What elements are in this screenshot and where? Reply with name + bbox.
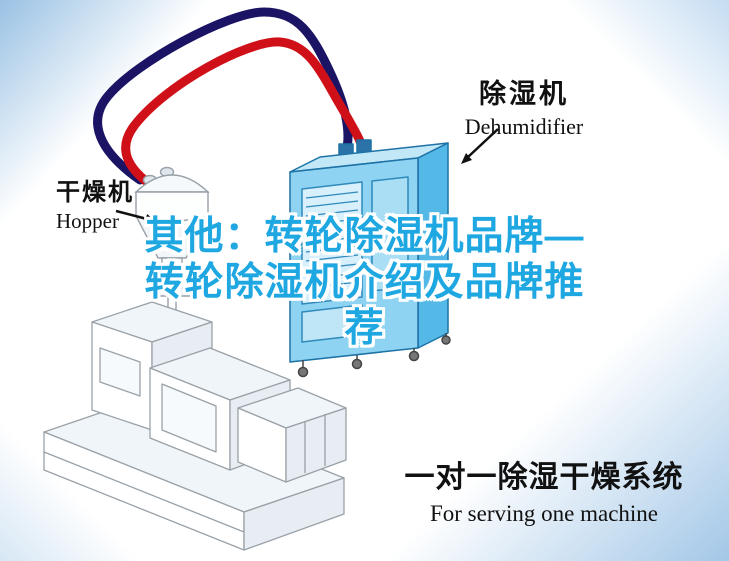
system-caption: 一对一除湿干燥系统 For serving one machine (388, 452, 700, 527)
arrow-to-dehumidifier-icon (461, 128, 499, 164)
dry-air-pipe (121, 37, 369, 197)
lower-panel (301, 304, 363, 343)
louver-slats (305, 191, 359, 289)
injection-unit-panel (99, 347, 141, 397)
main-title: 其他：转轮除湿机品牌— 转轮除湿机介绍及品牌推 荐 (0, 214, 729, 352)
hopper-label-zh: 干燥机 (56, 179, 134, 206)
caster-wheels (297, 333, 451, 378)
hopper-label: 干燥机 Hopper (56, 172, 176, 234)
title-line-3: 荐 (344, 307, 385, 350)
door-panel (371, 176, 409, 292)
louver-grille (301, 181, 363, 305)
arrow-to-hopper-icon (115, 209, 156, 224)
title-line-2: 转轮除湿机介绍及品牌推 (144, 261, 585, 304)
return-air-pipe (93, 7, 353, 185)
hopper-lid (134, 174, 210, 193)
dehumidifier-unit (289, 139, 451, 378)
pipes (93, 7, 369, 197)
hopper-flange (153, 287, 191, 297)
injection-molding-machine (43, 301, 347, 551)
dehumidifier-label-en: Dehumidifier (464, 114, 584, 139)
hopper-label-en: Hopper (56, 209, 119, 233)
machine-base-seam (43, 451, 245, 533)
arrows (115, 128, 499, 224)
clamp-box-door (161, 383, 217, 453)
system-caption-en: For serving one machine (429, 501, 659, 526)
dehumidifier-label: 除湿机 Dehumidifier (446, 72, 602, 140)
title-line-1: 其他：转轮除湿机品牌— (144, 215, 585, 258)
dehumidifier-label-zh: 除湿机 (479, 79, 569, 109)
system-caption-zh: 一对一除湿干燥系统 (404, 461, 684, 494)
machine-base-side (243, 477, 345, 551)
end-box-side (285, 407, 347, 483)
